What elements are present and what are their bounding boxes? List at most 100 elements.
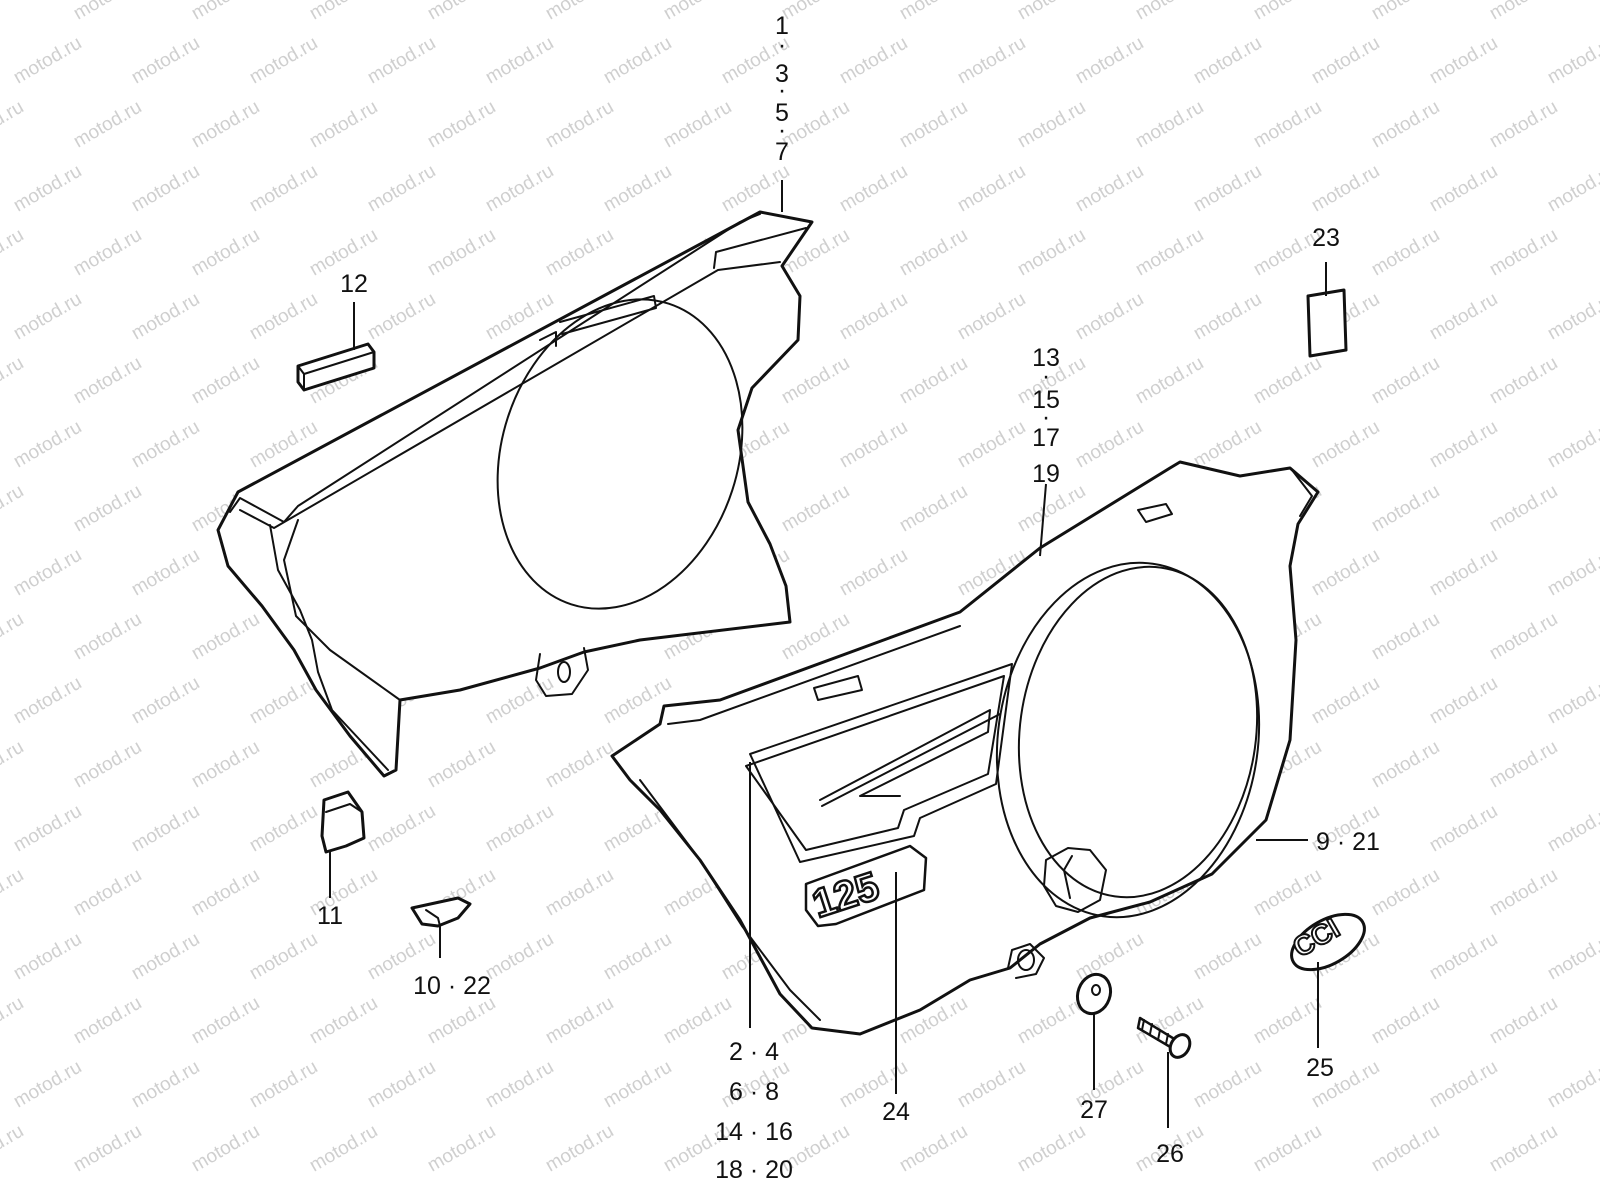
watermark-text: motod.ru bbox=[1250, 993, 1325, 1049]
watermark-text: motod.ru bbox=[1014, 225, 1089, 281]
callout-25: 25 bbox=[1306, 1054, 1334, 1082]
watermark-text: motod.ru bbox=[1250, 97, 1325, 153]
watermark-text: motod.ru bbox=[836, 417, 911, 473]
callout-1-3-5-7: 1 · 3 · 5 · 7 bbox=[775, 12, 789, 166]
watermark-text: motod.ru bbox=[188, 737, 263, 793]
callout-12: 12 bbox=[340, 270, 368, 298]
watermark-text: motod.ru bbox=[1426, 289, 1501, 345]
callout-17: 17 bbox=[1032, 424, 1060, 452]
part-27-washer bbox=[1075, 972, 1113, 1016]
callout-19: 19 bbox=[1032, 460, 1060, 488]
watermark-text: motod.ru bbox=[0, 353, 27, 409]
watermark-text: motod.ru bbox=[778, 97, 853, 153]
watermark-text: motod.ru bbox=[424, 993, 499, 1049]
watermark-text: motod.ru bbox=[70, 609, 145, 665]
watermark-text: motod.ru bbox=[1190, 161, 1265, 217]
watermark-text: motod.ru bbox=[1486, 1121, 1561, 1177]
watermark-text: motod.ru bbox=[1368, 353, 1443, 409]
watermark-text: motod.ru bbox=[1368, 737, 1443, 793]
watermark-text: motod.ru bbox=[1250, 0, 1325, 24]
watermark-text: motod.ru bbox=[1368, 1121, 1443, 1177]
watermark-text: motod.ru bbox=[1308, 545, 1383, 601]
watermark-text: motod.ru bbox=[1308, 417, 1383, 473]
callout-1: 1 bbox=[775, 12, 789, 40]
watermark-text: motod.ru bbox=[10, 545, 85, 601]
watermark-text: motod.ru bbox=[1308, 161, 1383, 217]
watermark-text: motod.ru bbox=[0, 0, 27, 24]
watermark-text: motod.ru bbox=[188, 993, 263, 1049]
callout-2-to-20: 2 · 4 6 · 8 14 · 16 18 · 20 bbox=[715, 1038, 793, 1184]
watermark-text: motod.ru bbox=[542, 1121, 617, 1177]
watermark-text: motod.ru bbox=[1544, 673, 1600, 729]
watermark-text: motod.ru bbox=[482, 1057, 557, 1113]
watermark-text: motod.ru bbox=[246, 801, 321, 857]
watermark-text: motod.ru bbox=[1072, 161, 1147, 217]
callout-23: 23 bbox=[1312, 224, 1340, 252]
watermark-text: motod.ru bbox=[306, 1121, 381, 1177]
callout-13-15-17-19: 13 · 15 · 17 19 bbox=[1032, 344, 1060, 488]
callout-6-8: 6 · 8 bbox=[729, 1078, 779, 1106]
part-10-22-clip bbox=[410, 896, 472, 928]
watermark-text: motod.ru bbox=[364, 161, 439, 217]
watermark-text: motod.ru bbox=[1072, 33, 1147, 89]
watermark-text: motod.ru bbox=[1486, 353, 1561, 409]
watermark-text: motod.ru bbox=[896, 1121, 971, 1177]
watermark-text: motod.ru bbox=[0, 1121, 27, 1177]
watermark-text: motod.ru bbox=[1426, 673, 1501, 729]
watermark-text: motod.ru bbox=[896, 97, 971, 153]
watermark-text: motod.ru bbox=[10, 929, 85, 985]
watermark-text: motod.ru bbox=[70, 993, 145, 1049]
watermark-text: motod.ru bbox=[482, 161, 557, 217]
watermark-text: motod.ru bbox=[10, 801, 85, 857]
callout-3: 3 bbox=[775, 60, 789, 88]
watermark-text: motod.ru bbox=[128, 1057, 203, 1113]
leader-lines bbox=[329, 180, 1327, 1128]
watermark-text: motod.ru bbox=[424, 0, 499, 24]
watermark-text: motod.ru bbox=[1426, 417, 1501, 473]
watermark-text: motod.ru bbox=[364, 801, 439, 857]
watermark-text: motod.ru bbox=[1190, 289, 1265, 345]
callout-dot: · bbox=[1042, 403, 1050, 431]
watermark-text: motod.ru bbox=[1544, 289, 1600, 345]
watermark-text: motod.ru bbox=[128, 161, 203, 217]
watermark-text: motod.ru bbox=[1190, 929, 1265, 985]
watermark-text: motod.ru bbox=[1486, 865, 1561, 921]
watermark-text: motod.ru bbox=[1486, 481, 1561, 537]
watermark-text: motod.ru bbox=[660, 993, 735, 1049]
watermark-text: motod.ru bbox=[1426, 33, 1501, 89]
watermark-text: motod.ru bbox=[10, 161, 85, 217]
watermark-text: motod.ru bbox=[482, 801, 557, 857]
watermark-text: motod.ru bbox=[1426, 1057, 1501, 1113]
watermark-text: motod.ru bbox=[1132, 353, 1207, 409]
watermark-text: motod.ru bbox=[1308, 673, 1383, 729]
watermark-text: motod.ru bbox=[1308, 33, 1383, 89]
watermark-text: motod.ru bbox=[10, 417, 85, 473]
watermark-text: motod.ru bbox=[1486, 993, 1561, 1049]
callout-24: 24 bbox=[882, 1098, 910, 1126]
watermark-text: motod.ru bbox=[1486, 609, 1561, 665]
watermark-text: motod.ru bbox=[1544, 161, 1600, 217]
watermark-text: motod.ru bbox=[1426, 929, 1501, 985]
watermark-text: motod.ru bbox=[542, 993, 617, 1049]
watermark-text: motod.ru bbox=[128, 417, 203, 473]
watermark-text: motod.ru bbox=[1014, 97, 1089, 153]
watermark-text: motod.ru bbox=[660, 97, 735, 153]
watermark-text: motod.ru bbox=[1544, 33, 1600, 89]
watermark-text: motod.ru bbox=[0, 225, 27, 281]
watermark-text: motod.ru bbox=[1132, 97, 1207, 153]
watermark-text: motod.ru bbox=[1486, 0, 1561, 24]
watermark-text: motod.ru bbox=[188, 97, 263, 153]
watermark-text: motod.ru bbox=[10, 1057, 85, 1113]
watermark-text: motod.ru bbox=[954, 161, 1029, 217]
watermark-text: motod.ru bbox=[954, 289, 1029, 345]
watermark-text: motod.ru bbox=[954, 33, 1029, 89]
watermark-text: motod.ru bbox=[128, 673, 203, 729]
watermark-text: motod.ru bbox=[1014, 0, 1089, 24]
watermark-text: motod.ru bbox=[1368, 993, 1443, 1049]
watermark-text: motod.ru bbox=[600, 929, 675, 985]
callout-9-21: 9 · 21 bbox=[1316, 828, 1380, 856]
watermark-text: motod.ru bbox=[1368, 481, 1443, 537]
part-12-rubber-strip bbox=[296, 342, 376, 392]
watermark-text: motod.ru bbox=[1250, 865, 1325, 921]
